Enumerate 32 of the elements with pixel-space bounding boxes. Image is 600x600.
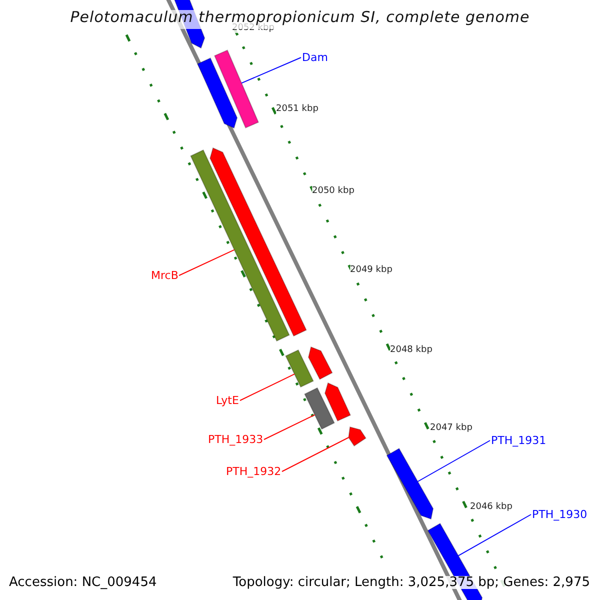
gene-label: PTH_1932 [226,466,282,477]
leader-line [240,374,295,401]
gene-label: LytE [216,395,239,406]
gene-block [214,50,260,128]
gene-label: PTH_1930 [532,509,588,520]
scale-label: 2048 kbp [390,346,432,355]
footer-text: Accession: NC_009454 [9,576,157,589]
leader-line [458,514,532,556]
leader-line [178,249,235,276]
gene-block [304,387,335,430]
scale-label: 2051 kbp [276,105,318,114]
scale-label: 2046 kbp [470,503,512,512]
gene-label: Dam [302,52,328,63]
gene-label: PTH_1931 [491,435,546,446]
gene-block [285,349,314,388]
leader-line [282,437,350,472]
gene-block [196,57,238,129]
gene-label: PTH_1933 [208,434,264,445]
leader-line [264,414,316,440]
gene-label: MrcB [151,270,178,281]
scale-label: 2047 kbp [430,424,472,433]
scale-label: 2049 kbp [350,266,392,275]
scale-label: 2050 kbp [312,187,354,196]
leader-line [417,440,490,482]
gene-block [210,147,307,337]
footer-text: Topology: circular; Length: 3,025,375 bp; Genes: 2,975 [232,576,590,589]
gene-block [324,382,352,422]
gene-block [348,426,366,447]
gene-block [190,149,290,342]
leader-line [241,57,302,84]
gene-block [308,346,333,380]
gene-block [386,448,434,520]
